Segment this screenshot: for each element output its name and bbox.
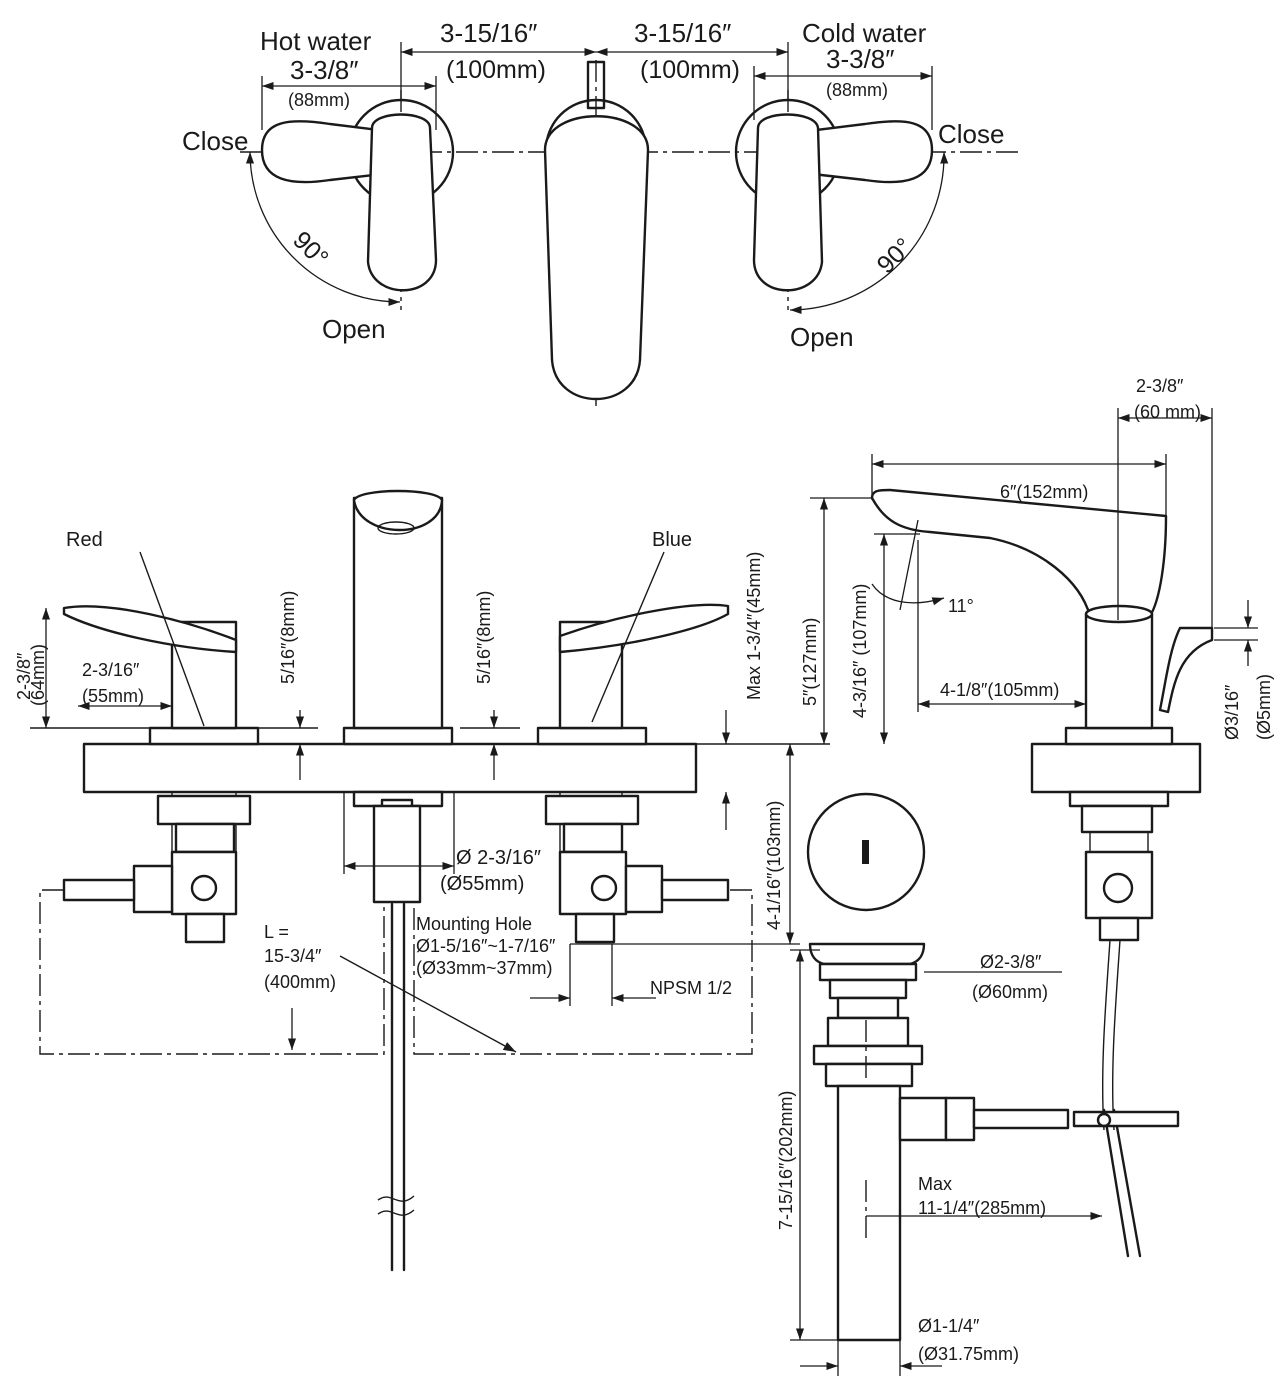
blue-label: Blue bbox=[652, 529, 692, 551]
spacing-right-dim-mm: (100mm) bbox=[640, 56, 740, 84]
side-view: 2-3/8″ (60 mm) 6″(152mm) 5″(127mm) 4-3/1… bbox=[800, 376, 1274, 1258]
hose-length-dim-mm: (400mm) bbox=[264, 972, 336, 992]
drain-max-label: Max bbox=[918, 1174, 952, 1194]
hot-angle-label: 90° bbox=[287, 226, 334, 273]
close-left-label: Close bbox=[182, 126, 248, 156]
drain-top-dia-dim: Ø2-3/8″ bbox=[980, 952, 1042, 972]
base-dia-dim-mm: (Ø55mm) bbox=[440, 873, 524, 895]
spacing-left-dim-mm: (100mm) bbox=[446, 56, 546, 84]
below-deck-dim: 4-1/16″(103mm) bbox=[764, 801, 784, 930]
open-left-label: Open bbox=[322, 314, 386, 344]
front-view: Red Blue 2-3/8″ (64mm) 2-3/16″ (55mm) 5/… bbox=[14, 489, 830, 1272]
cold-water-label: Cold water bbox=[802, 18, 927, 48]
hot-handle-dim-mm: (88mm) bbox=[288, 90, 350, 110]
hose-l-label: L = bbox=[264, 922, 289, 942]
hot-water-label: Hot water bbox=[260, 26, 372, 56]
spout-side-body bbox=[870, 488, 1168, 618]
lift-reach-dim: 4-1/8″(105mm) bbox=[940, 680, 1059, 700]
drain-pipe-dia-dim: Ø1-1/4″ bbox=[918, 1316, 980, 1336]
red-label: Red bbox=[66, 529, 103, 551]
deck-right bbox=[1030, 742, 1202, 794]
mounting-hole-mm: (Ø33mm~37mm) bbox=[416, 958, 553, 978]
open-right-label: Open bbox=[790, 322, 854, 352]
cold-handle-dim-mm: (88mm) bbox=[826, 80, 888, 100]
spacing-left-dim: 3-15/16″ bbox=[440, 18, 537, 48]
handle-height-dim-mm: (64mm) bbox=[28, 644, 48, 706]
hot-handle-top bbox=[260, 98, 455, 292]
spacing-right-dim: 3-15/16″ bbox=[634, 18, 731, 48]
spout-height-dim: 4-3/16″ (107mm) bbox=[850, 584, 870, 718]
mounting-hole-in: Ø1-5/16″~1-7/16″ bbox=[416, 936, 556, 956]
drain-top-dia-dim-mm: (Ø60mm) bbox=[972, 982, 1048, 1002]
hot-rotation-arc bbox=[245, 151, 401, 307]
drain-cap-top bbox=[806, 792, 926, 912]
cold-rotation-arc bbox=[789, 151, 949, 315]
depth-dim-mm: (60 mm) bbox=[1134, 402, 1201, 422]
hot-handle-front bbox=[62, 605, 260, 944]
lift-rod bbox=[1158, 626, 1214, 714]
rod-dia-dim: Ø3/16″ bbox=[1222, 684, 1242, 740]
depth-dim: 2-3/8″ bbox=[1136, 376, 1184, 396]
handle-height-dim: 2-3/8″ bbox=[14, 652, 34, 700]
cold-handle-front bbox=[536, 603, 730, 944]
handle-width-dim: 2-3/16″ bbox=[82, 660, 140, 680]
hot-handle-dim: 3-3/8″ bbox=[290, 55, 358, 85]
escutcheon-left-dim: 5/16″(8mm) bbox=[278, 591, 298, 684]
npsm-label: NPSM 1/2 bbox=[650, 978, 732, 998]
rod-dia-dim-mm: (Ø5mm) bbox=[1254, 674, 1274, 740]
height-dim: 5″(127mm) bbox=[800, 618, 820, 706]
close-right-label: Close bbox=[938, 119, 1004, 149]
spout-front bbox=[342, 489, 454, 1272]
cold-handle-dim: 3-3/8″ bbox=[826, 44, 894, 74]
drain-length-dim: 7-15/16″(202mm) bbox=[776, 1091, 796, 1230]
deck-max-dim: Max 1-3/4″(45mm) bbox=[744, 552, 764, 700]
spout-angle-dim: 11° bbox=[948, 596, 974, 616]
spout-top bbox=[543, 60, 650, 401]
base-dia-dim: Ø 2-3/16″ bbox=[456, 847, 541, 869]
escutcheon-right-dim: 5/16″(8mm) bbox=[474, 591, 494, 684]
drain-max-dim: 11-1/4″(285mm) bbox=[918, 1198, 1046, 1218]
deck-left bbox=[82, 742, 698, 794]
drain-logo bbox=[862, 840, 869, 864]
cold-angle-label: 90° bbox=[872, 233, 919, 280]
mounting-hole-label: Mounting Hole bbox=[416, 914, 532, 934]
drain-assembly: Ø2-3/8″ (Ø60mm) 7-15/16″(202mm) Max 11-1… bbox=[776, 792, 1180, 1376]
drain-pipe-dia-dim-mm: (Ø31.75mm) bbox=[918, 1344, 1019, 1364]
top-view: Hot water 3-3/8″ (88mm) 3-15/16″ (100mm)… bbox=[182, 18, 1020, 410]
handle-width-dim-mm: (55mm) bbox=[82, 686, 144, 706]
hose-length-dim: 15-3/4″ bbox=[264, 946, 322, 966]
reach-dim: 6″(152mm) bbox=[1000, 482, 1088, 502]
